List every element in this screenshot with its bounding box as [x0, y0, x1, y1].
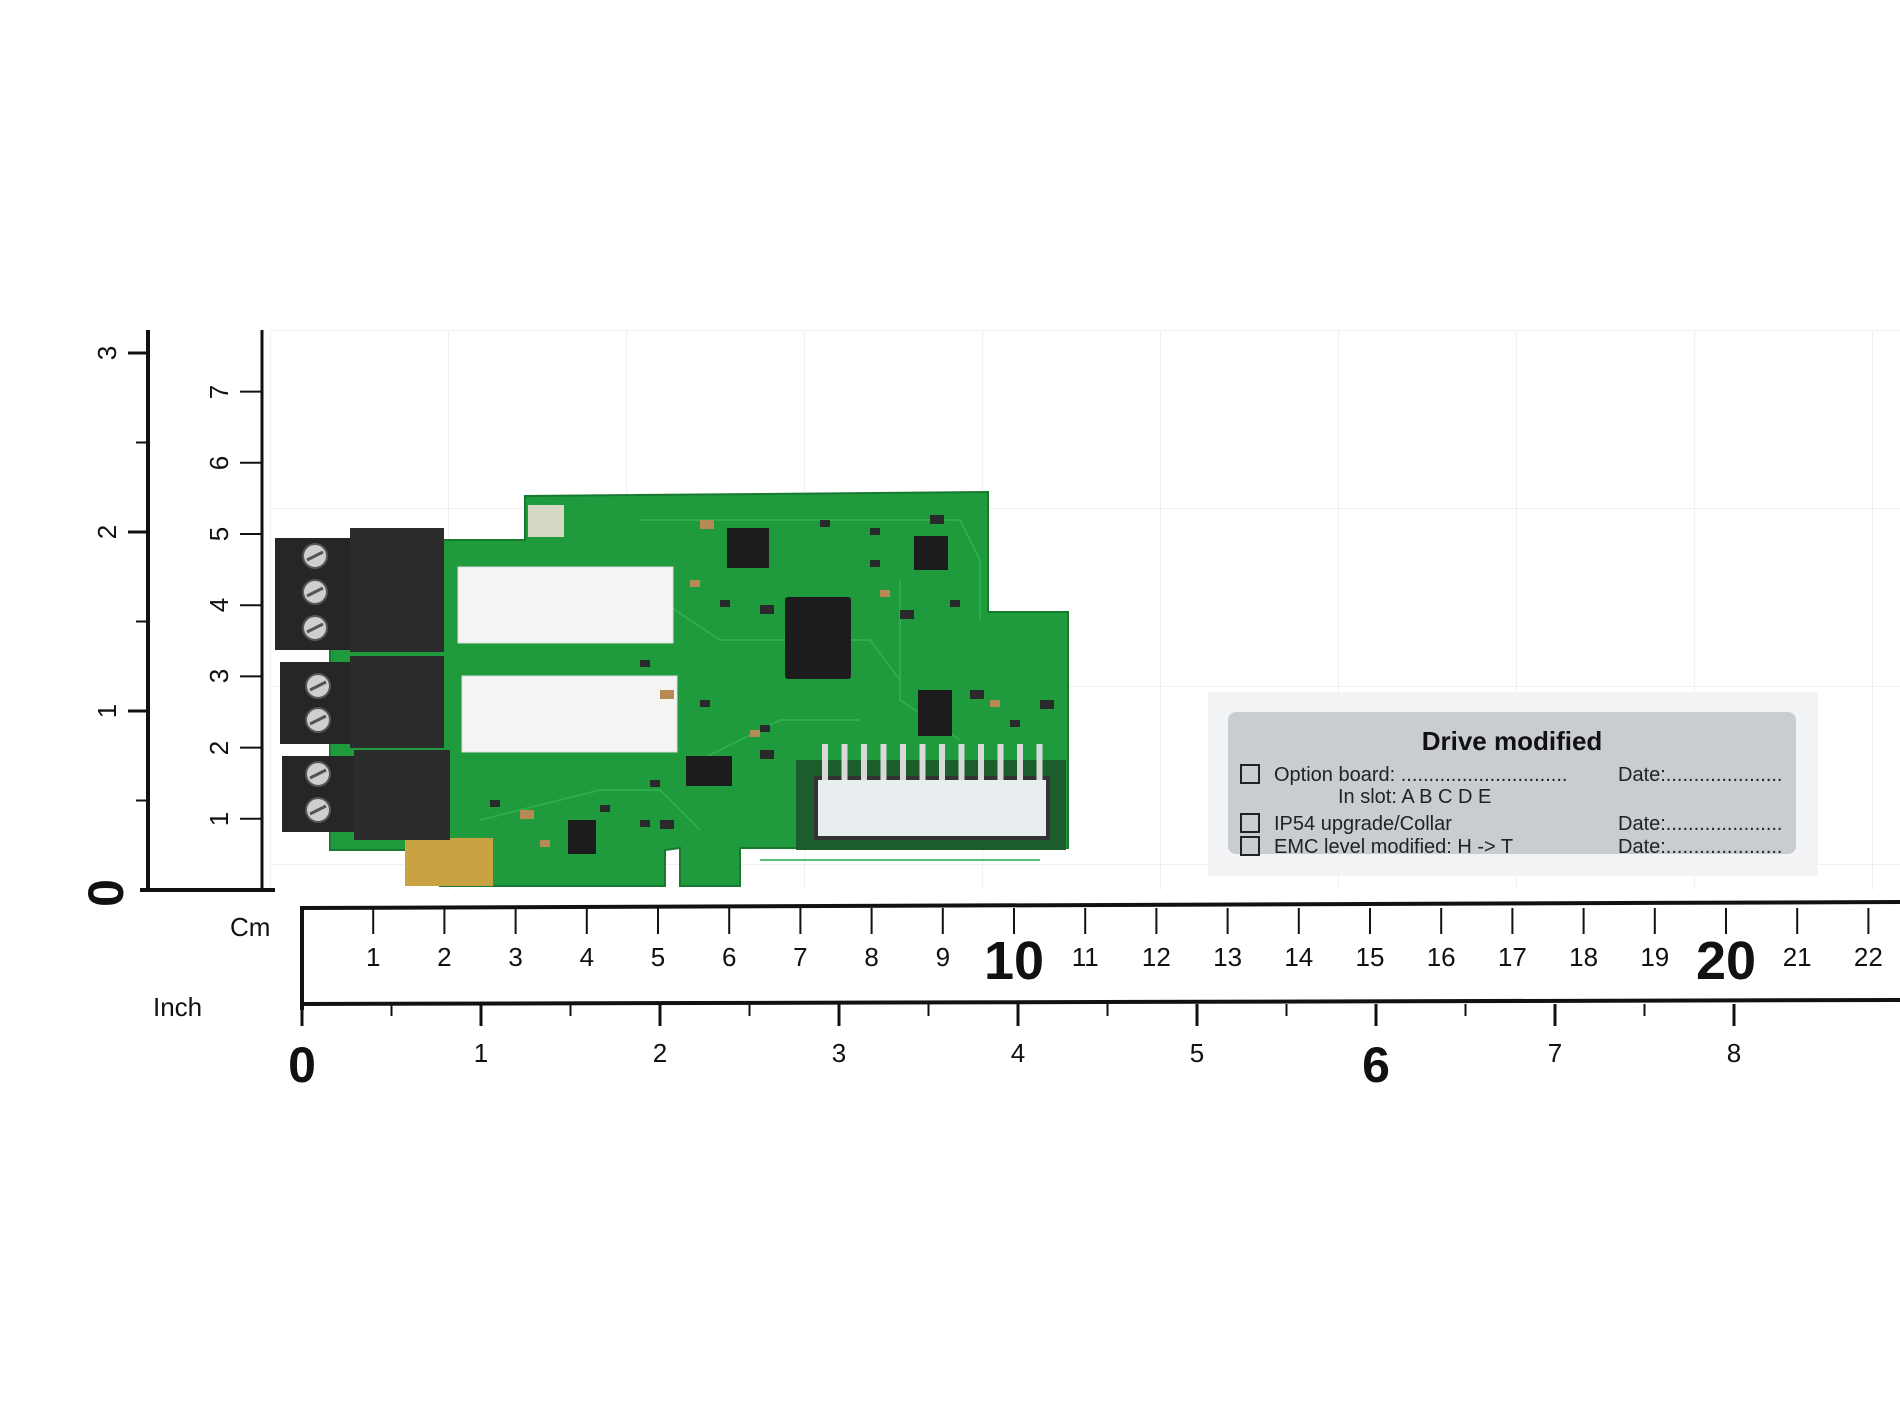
vertical-inch-tick-label: 1 [92, 703, 123, 719]
cm-tick-label: 12 [1141, 942, 1171, 972]
cm-tick-label: 22 [1853, 942, 1883, 972]
cm-tick-label: 16 [1426, 942, 1456, 972]
vertical-cm-tick-label: 6 [204, 455, 235, 471]
pcb-board [275, 490, 1069, 887]
option-board-row: Option board: ..........................… [1240, 764, 1567, 787]
vertical-cm-tick-label: 1 [204, 811, 235, 827]
sticker-title: Drive modified [1421, 726, 1603, 756]
checkbox-icon [1240, 836, 1260, 856]
cm-tick-label: 14 [1284, 942, 1314, 972]
cm-tick-label: 8 [864, 942, 879, 972]
ip54-row: IP54 upgrade/Collar [1240, 813, 1452, 836]
cm-tick-label: 19 [1640, 942, 1670, 972]
cm-tick-label: 9 [935, 942, 951, 972]
cm-tick-label: 3 [508, 942, 523, 972]
vertical-cm-tick-label: 4 [204, 597, 235, 613]
inch-tick-label: 0 [288, 1037, 316, 1093]
checkbox-icon [1240, 764, 1260, 784]
vertical-cm-tick-label: 2 [204, 740, 235, 755]
cm-tick-label: 17 [1497, 942, 1527, 972]
cm-tick-label: 4 [579, 942, 595, 972]
cm-tick-label: 6 [721, 942, 737, 972]
inch-tick-label: 4 [1010, 1038, 1026, 1068]
inch-tick-label: 2 [652, 1038, 668, 1068]
checkbox-icon [1240, 813, 1260, 833]
drive-modified-sticker: Drive modified Option board: ...........… [1208, 692, 1818, 876]
inch-tick-label: 5 [1189, 1038, 1205, 1068]
cm-tick-label: 11 [1071, 942, 1099, 972]
cm-tick-label: 5 [650, 942, 666, 972]
emc-row: EMC level modified: H -> T [1240, 836, 1513, 859]
inch-tick-label: 7 [1547, 1038, 1563, 1068]
cm-tick-label: 15 [1355, 942, 1385, 972]
horizontal-ruler [299, 900, 1900, 1026]
cm-tick-label: 10 [983, 931, 1045, 991]
vertical-inch-tick-label: 2 [92, 524, 123, 540]
vertical-cm-tick-label: 3 [204, 669, 235, 684]
cm-tick-label: 20 [1695, 931, 1757, 991]
ip54-text: IP54 upgrade/Collar [1274, 813, 1452, 835]
emc-text: EMC level modified: H -> T [1274, 836, 1514, 858]
cm-unit-label: Cm [230, 912, 271, 942]
cm-tick-label: 1 [365, 942, 381, 972]
sticker-panel: Drive modified Option board: ...........… [1228, 712, 1796, 858]
cm-tick-label: 2 [437, 942, 452, 972]
cm-tick-label: 18 [1569, 942, 1599, 972]
vertical-cm-tick-label: 7 [204, 384, 235, 399]
cm-tick-label: 21 [1782, 942, 1812, 972]
vertical-ruler [128, 330, 275, 892]
vertical-cm-tick-label: 5 [204, 526, 235, 542]
inch-tick-label: 1 [473, 1038, 489, 1068]
vertical-inch-tick-label: 3 [92, 345, 123, 361]
option-board-date: Date:..................... [1618, 764, 1783, 786]
emc-date: Date:..................... [1618, 836, 1783, 858]
inch-tick-label: 6 [1362, 1037, 1390, 1093]
option-board-text: Option board: ..........................… [1274, 764, 1568, 786]
inch-tick-label: 3 [831, 1038, 847, 1068]
ip54-date: Date:..................... [1618, 813, 1783, 835]
cm-tick-label: 7 [793, 942, 808, 972]
cm-tick-label: 13 [1213, 942, 1243, 972]
inch-tick-label: 8 [1726, 1038, 1742, 1068]
slot-row: In slot: A B C D E [1338, 786, 1492, 808]
inch-unit-label: Inch [153, 992, 203, 1022]
vertical-ruler-zero: 0 [77, 879, 134, 907]
